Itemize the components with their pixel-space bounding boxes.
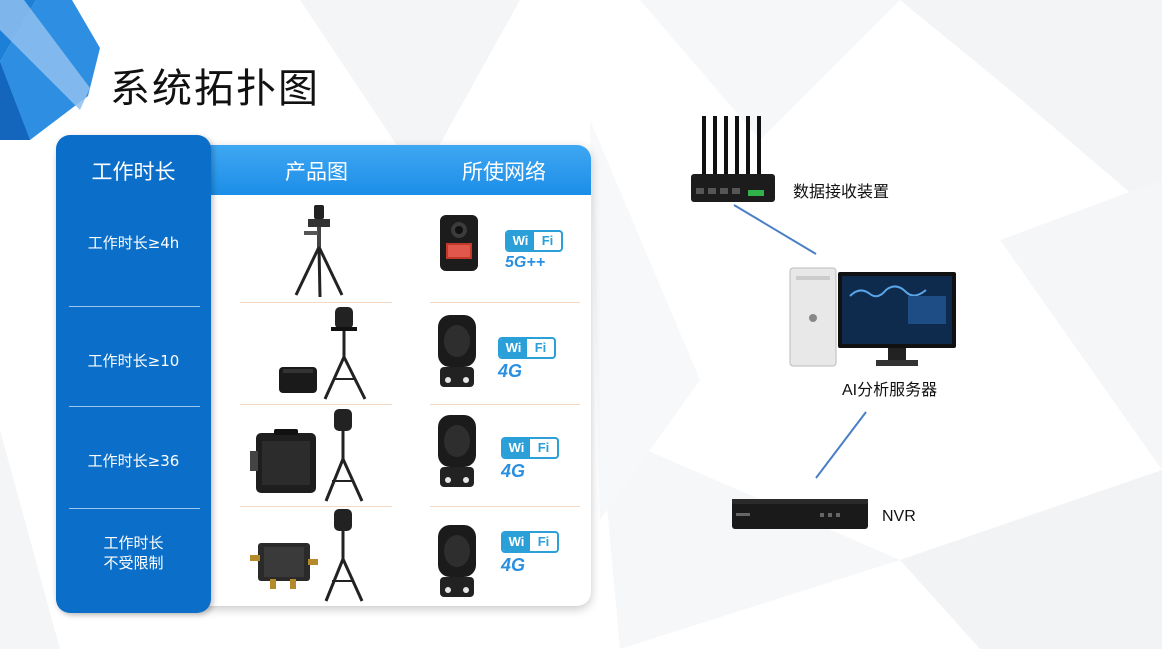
wifi-right: Fi bbox=[541, 233, 554, 248]
wifi-5g-badge: Wi Fi 5G++ bbox=[505, 230, 565, 272]
row-duration-label: 工作时长≥10 bbox=[87, 352, 180, 370]
wifi-4g-badge: Wi Fi 4G bbox=[501, 531, 561, 576]
network-badge: 4G bbox=[501, 461, 526, 481]
receiver-router-icon bbox=[691, 116, 775, 202]
row-divider bbox=[69, 406, 200, 407]
edge-receiver-server bbox=[733, 204, 817, 255]
nvr-device-icon bbox=[732, 499, 868, 529]
network-badge: 5G++ bbox=[505, 254, 546, 271]
duration-column: 工作时长 工作时长≥4h 工作时长≥10 工作时长≥36 工作时长 不受限制 bbox=[56, 135, 211, 613]
node-server-label: AI分析服务器 bbox=[842, 382, 938, 399]
node-nvr-label: NVR bbox=[882, 508, 916, 525]
page-title: 系统拓扑图 bbox=[110, 66, 320, 112]
row-duration-label: 工作时长≥4h bbox=[87, 234, 180, 252]
cell-divider bbox=[240, 506, 392, 507]
wifi-left: Wi bbox=[503, 533, 530, 551]
wifi-left: Wi bbox=[503, 439, 530, 457]
cell-divider bbox=[240, 302, 392, 303]
wifi-left: Wi bbox=[507, 232, 534, 250]
wifi-4g-badge: Wi Fi 4G bbox=[498, 337, 558, 382]
cell-divider bbox=[240, 404, 392, 405]
network-badge: 4G bbox=[501, 555, 526, 575]
row-duration-label-line2: 不受限制 bbox=[103, 554, 164, 572]
wifi-4g-badge: Wi Fi 4G bbox=[501, 437, 561, 482]
header-product: 产品图 bbox=[285, 160, 348, 184]
edge-server-nvr bbox=[815, 411, 867, 479]
row-divider bbox=[69, 508, 200, 509]
node-receiver-label: 数据接收装置 bbox=[793, 184, 890, 201]
tripod-camera-icon bbox=[294, 205, 344, 298]
ptz-dome-camera-icon bbox=[438, 315, 476, 387]
dome-tripod-with-junction-box-icon bbox=[250, 509, 364, 602]
cell-divider bbox=[430, 506, 580, 507]
header-duration: 工作时长 bbox=[91, 160, 176, 184]
wifi-right: Fi bbox=[534, 340, 547, 355]
row-divider bbox=[69, 306, 200, 307]
ptz-dome-camera-icon bbox=[438, 525, 476, 597]
wifi-right: Fi bbox=[537, 440, 550, 455]
row-duration-label-line1: 工作时长 bbox=[103, 534, 164, 552]
cell-divider bbox=[430, 302, 580, 303]
table-header-bar: 产品图 所使网络 bbox=[210, 145, 591, 195]
ptz-dome-camera-icon bbox=[438, 415, 476, 487]
header-network: 所使网络 bbox=[462, 160, 546, 184]
row-duration-label: 工作时长≥36 bbox=[87, 452, 180, 470]
wifi-left: Wi bbox=[500, 339, 527, 357]
ai-server-icon bbox=[789, 267, 956, 367]
dome-tripod-with-box-icon bbox=[279, 307, 367, 400]
network-badge: 4G bbox=[498, 361, 523, 381]
wifi-right: Fi bbox=[537, 534, 550, 549]
body-camera-icon bbox=[440, 215, 478, 271]
corner-decoration bbox=[0, 0, 100, 140]
dome-tripod-with-case-icon bbox=[250, 409, 364, 502]
cell-divider bbox=[430, 404, 580, 405]
